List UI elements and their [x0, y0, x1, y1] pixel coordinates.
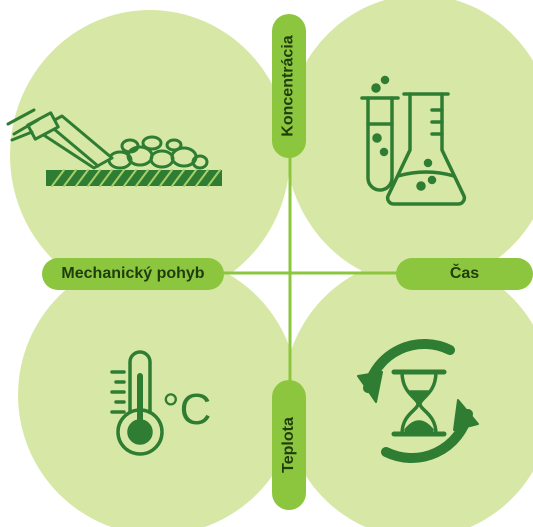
label-mechanicky-pohyb: Mechanický pohyb — [42, 258, 224, 290]
thermometer-icon — [110, 350, 164, 456]
lab-glassware-icon — [360, 75, 467, 206]
grinding-tool-icon — [6, 108, 222, 187]
petal-top-left — [10, 10, 290, 300]
celsius-label: °C — [162, 385, 211, 434]
hourglass-cycle-icon — [357, 339, 479, 463]
label-koncentracia-text: Koncentrácia — [280, 35, 297, 137]
label-cas: Čas — [396, 258, 533, 290]
label-teplota: Teplota — [272, 380, 306, 510]
label-koncentracia: Koncentrácia — [272, 14, 306, 158]
label-teplota-text: Teplota — [280, 417, 298, 473]
petal-bottom-left — [18, 255, 298, 527]
